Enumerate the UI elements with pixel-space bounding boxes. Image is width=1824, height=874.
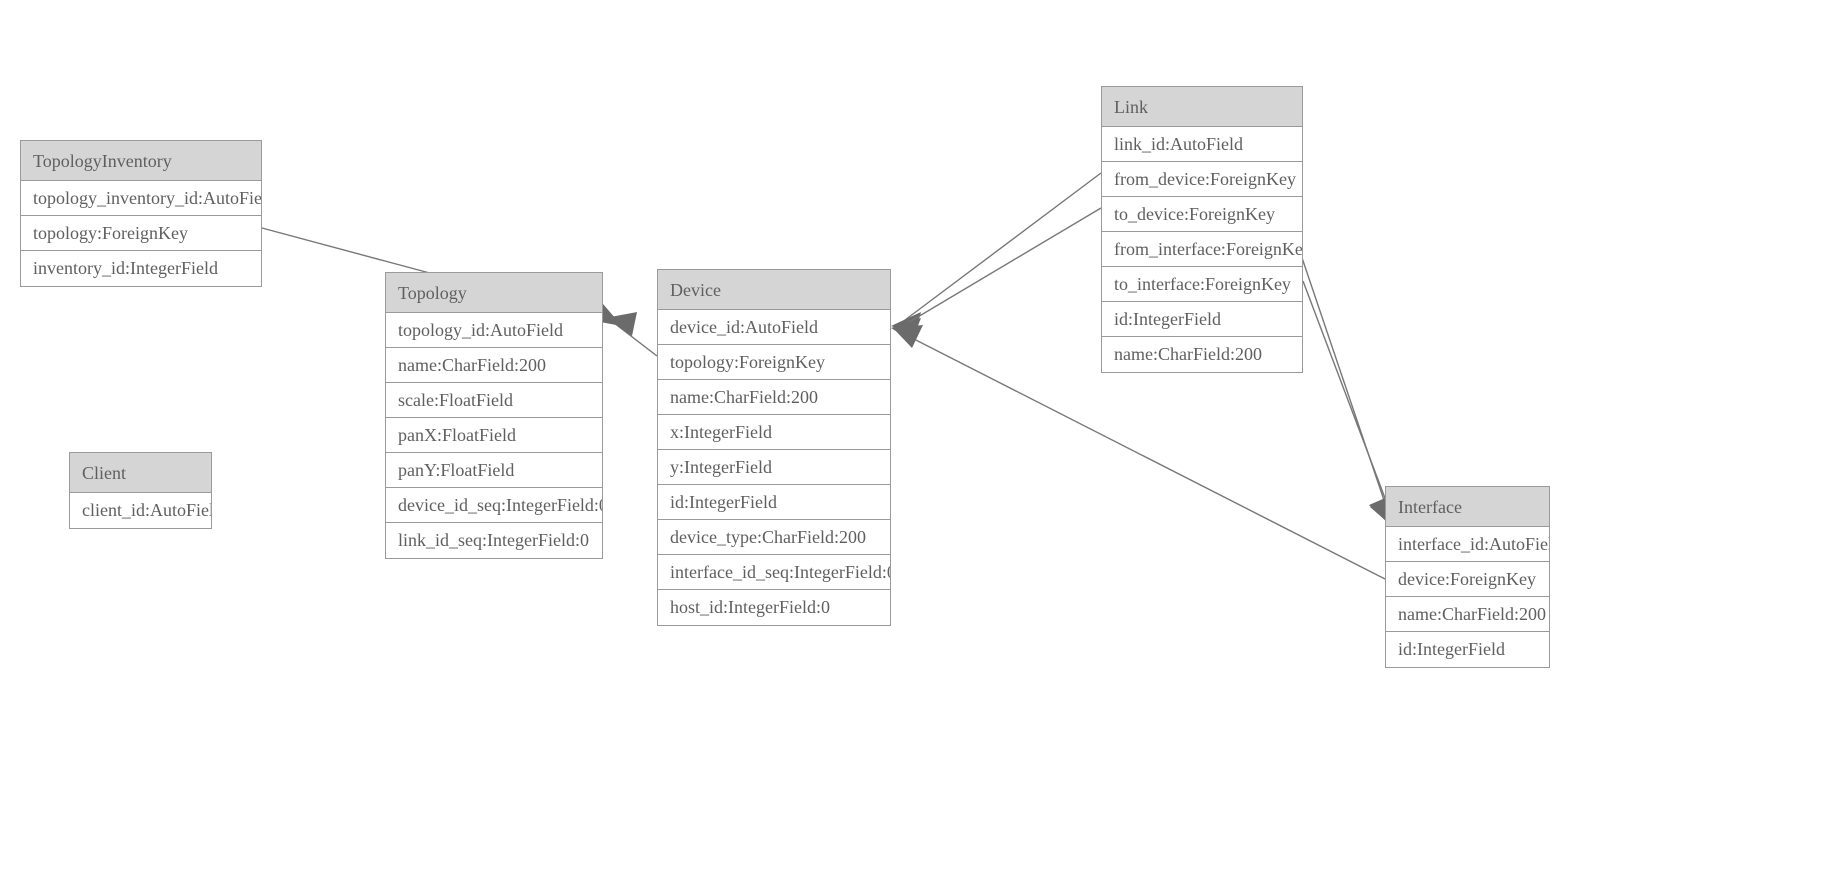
entity-field-row: host_id:IntegerField:0	[658, 590, 890, 625]
entity-field-row: panY:FloatField	[386, 453, 602, 488]
entity-device[interactable]: Device device_id:AutoField topology:Fore…	[657, 269, 891, 626]
entity-topology[interactable]: Topology topology_id:AutoField name:Char…	[385, 272, 603, 559]
entity-field-row: from_device:ForeignKey	[1102, 162, 1302, 197]
entity-field-row: y:IntegerField	[658, 450, 890, 485]
entity-field-row: topology:ForeignKey	[21, 216, 261, 251]
entity-field-row: device:ForeignKey	[1386, 562, 1549, 597]
entity-field-row: x:IntegerField	[658, 415, 890, 450]
entity-client[interactable]: Client client_id:AutoField	[69, 452, 212, 529]
entity-field-row: link_id:AutoField	[1102, 127, 1302, 162]
edge-device-topology	[605, 312, 658, 357]
entity-link[interactable]: Link link_id:AutoField from_device:Forei…	[1101, 86, 1303, 373]
entity-field-row: device_id:AutoField	[658, 310, 890, 345]
entity-topology-inventory[interactable]: TopologyInventory topology_inventory_id:…	[20, 140, 262, 287]
entity-field-row: link_id_seq:IntegerField:0	[386, 523, 602, 558]
entity-field-row: device_type:CharField:200	[658, 520, 890, 555]
entity-field-row: topology_id:AutoField	[386, 313, 602, 348]
entity-field-row: name:CharField:200	[1102, 337, 1302, 372]
entity-field-row: from_interface:ForeignKey	[1102, 232, 1302, 267]
entity-field-row: inventory_id:IntegerField	[21, 251, 261, 286]
edge-link-to-device	[891, 207, 1102, 341]
entity-field-row: id:IntegerField	[658, 485, 890, 520]
entity-interface[interactable]: Interface interface_id:AutoField device:…	[1385, 486, 1550, 668]
entity-field-row: id:IntegerField	[1102, 302, 1302, 337]
entity-field-row: client_id:AutoField	[70, 493, 211, 528]
edge-link-from-device	[891, 172, 1102, 335]
edge-link-from-interface	[1297, 245, 1392, 527]
entity-title: Device	[658, 270, 890, 310]
entity-field-row: name:CharField:200	[386, 348, 602, 383]
entity-field-row: device_id_seq:IntegerField:0	[386, 488, 602, 523]
entity-field-row: interface_id_seq:IntegerField:0	[658, 555, 890, 590]
entity-field-row: to_device:ForeignKey	[1102, 197, 1302, 232]
edge-link-to-interface	[1302, 280, 1393, 527]
entity-field-row: id:IntegerField	[1386, 632, 1549, 667]
entity-field-row: to_interface:ForeignKey	[1102, 267, 1302, 302]
entity-title: Client	[70, 453, 211, 493]
entity-field-row: topology_inventory_id:AutoField	[21, 181, 261, 216]
entity-title: Topology	[386, 273, 602, 313]
entity-title: TopologyInventory	[21, 141, 261, 181]
entity-field-row: topology:ForeignKey	[658, 345, 890, 380]
entity-field-row: scale:FloatField	[386, 383, 602, 418]
entity-title: Link	[1102, 87, 1302, 127]
entity-field-row: panX:FloatField	[386, 418, 602, 453]
entity-field-row: name:CharField:200	[658, 380, 890, 415]
entity-field-row: name:CharField:200	[1386, 597, 1549, 632]
entity-title: Interface	[1386, 487, 1549, 527]
entity-field-row: interface_id:AutoField	[1386, 527, 1549, 562]
